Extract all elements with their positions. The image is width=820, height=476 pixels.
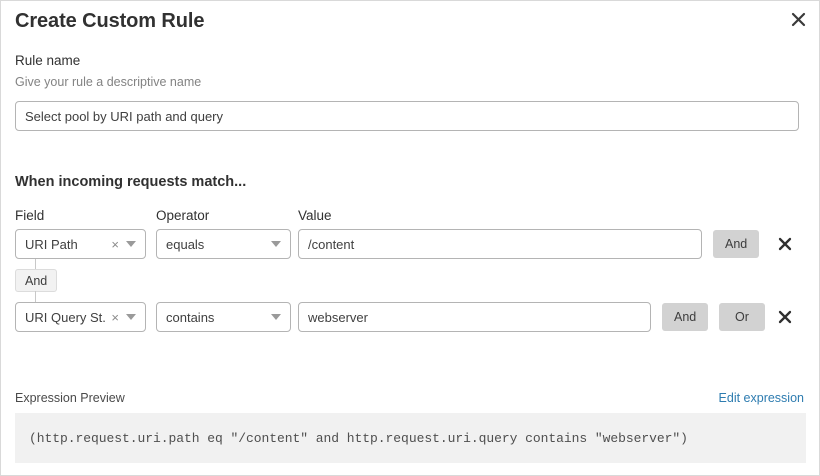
field-select-1-value: URI Path: [25, 236, 78, 252]
expression-preview-box: (http.request.uri.path eq "/content" and…: [15, 413, 806, 463]
expression-preview-code: (http.request.uri.path eq "/content" and…: [29, 430, 688, 446]
operator-select-2-value: contains: [166, 309, 215, 325]
clear-icon[interactable]: ×: [111, 309, 119, 325]
page-title: Create Custom Rule: [15, 10, 205, 32]
close-icon: [778, 237, 792, 251]
edit-expression-link[interactable]: Edit expression: [718, 391, 804, 405]
chevron-down-icon[interactable]: [124, 241, 145, 247]
close-icon[interactable]: [785, 6, 811, 32]
chevron-down-icon[interactable]: [269, 314, 290, 320]
condition-row: URI Query St... × contains And Or: [1, 302, 819, 334]
chevron-down-icon[interactable]: [124, 314, 145, 320]
expression-preview-label: Expression Preview: [15, 391, 125, 405]
value-input-1[interactable]: [298, 229, 702, 259]
rule-name-label: Rule name: [15, 53, 81, 68]
operator-select-1[interactable]: equals: [156, 229, 291, 259]
connector-line-bottom: [35, 291, 36, 302]
value-input-2[interactable]: [298, 302, 651, 332]
field-select-1[interactable]: URI Path ×: [15, 229, 146, 259]
add-and-condition-button-1[interactable]: And: [713, 230, 760, 258]
chevron-down-icon[interactable]: [269, 241, 290, 247]
rule-name-description: Give your rule a descriptive name: [15, 75, 202, 89]
operator-select-1-value: equals: [166, 236, 205, 252]
match-section-heading: When incoming requests match...: [15, 174, 247, 190]
field-select-2-value: URI Query St...: [25, 309, 107, 325]
column-header-operator: Operator: [156, 208, 210, 223]
connector-line-top: [35, 259, 36, 269]
close-icon: [778, 310, 792, 324]
close-glyph: [791, 12, 805, 26]
column-header-value: Value: [298, 208, 332, 223]
clear-icon[interactable]: ×: [111, 236, 119, 252]
rule-name-input[interactable]: [15, 101, 799, 131]
connector-and-tag[interactable]: And: [15, 269, 58, 292]
delete-condition-button-2[interactable]: [771, 302, 799, 332]
column-header-field: Field: [15, 208, 45, 223]
add-or-condition-button-2[interactable]: Or: [719, 303, 765, 331]
field-select-2[interactable]: URI Query St... ×: [15, 302, 146, 332]
delete-condition-button-1[interactable]: [771, 229, 799, 259]
operator-select-2[interactable]: contains: [156, 302, 291, 332]
add-and-condition-button-2[interactable]: And: [662, 303, 709, 331]
condition-row: URI Path × equals And: [1, 229, 819, 261]
